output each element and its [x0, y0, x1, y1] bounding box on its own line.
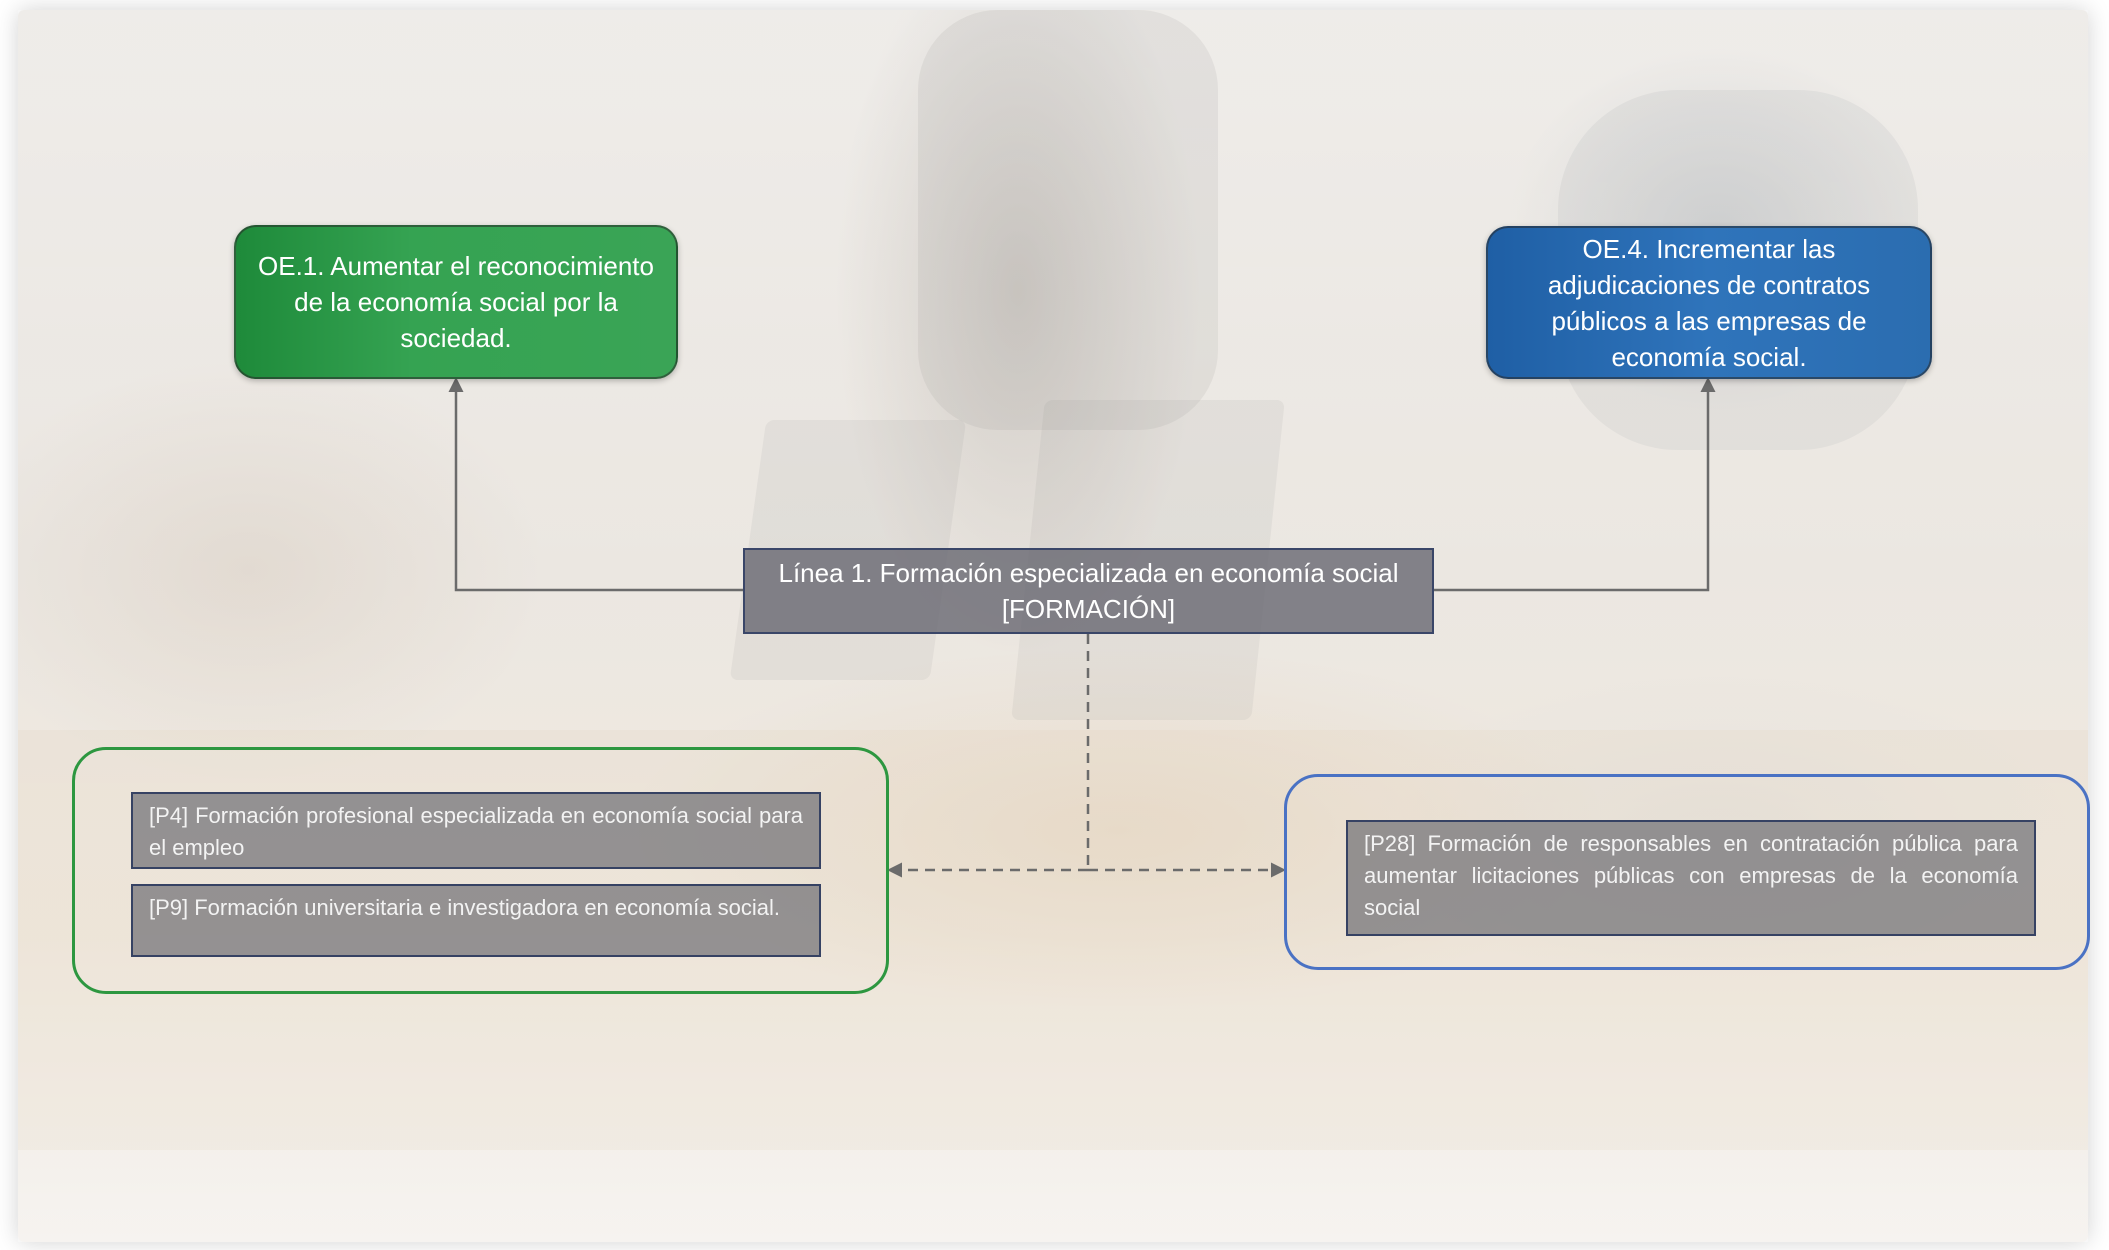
project-group-blue [1284, 774, 2090, 970]
connector-line-to-oe4 [1434, 377, 1716, 592]
line-1-box: Línea 1. Formación especializada en econ… [743, 548, 1434, 634]
line-1-tag: [FORMACIÓN] [1001, 594, 1176, 624]
project-p9-text: [P9] Formación universitaria e investiga… [149, 895, 780, 920]
objective-oe4-box: OE.4. Incrementar las adjudicaciones de … [1486, 226, 1932, 379]
project-p28-text: [P28] Formación de responsables en contr… [1364, 831, 2018, 920]
project-p4-text: [P4] Formación profesional especializada… [149, 803, 803, 860]
objective-oe1-text: OE.1. Aumentar el reconocimiento de la e… [258, 251, 654, 353]
line-1-title: Línea 1. Formación especializada en econ… [778, 558, 1399, 588]
project-p9-box: [P9] Formación universitaria e investiga… [131, 884, 821, 957]
objective-oe1-box: OE.1. Aumentar el reconocimiento de la e… [234, 225, 678, 379]
connector-line-to-oe1 [448, 377, 743, 592]
project-p28-box: [P28] Formación de responsables en contr… [1346, 820, 2036, 936]
line-1-content: Línea 1. Formación especializada en econ… [778, 555, 1398, 627]
project-group-green [72, 747, 889, 994]
objective-oe4-text: OE.4. Incrementar las adjudicaciones de … [1547, 233, 1871, 372]
project-p4-box: [P4] Formación profesional especializada… [131, 792, 821, 869]
background-photo [18, 10, 2088, 1242]
person-silhouette [918, 10, 1218, 430]
